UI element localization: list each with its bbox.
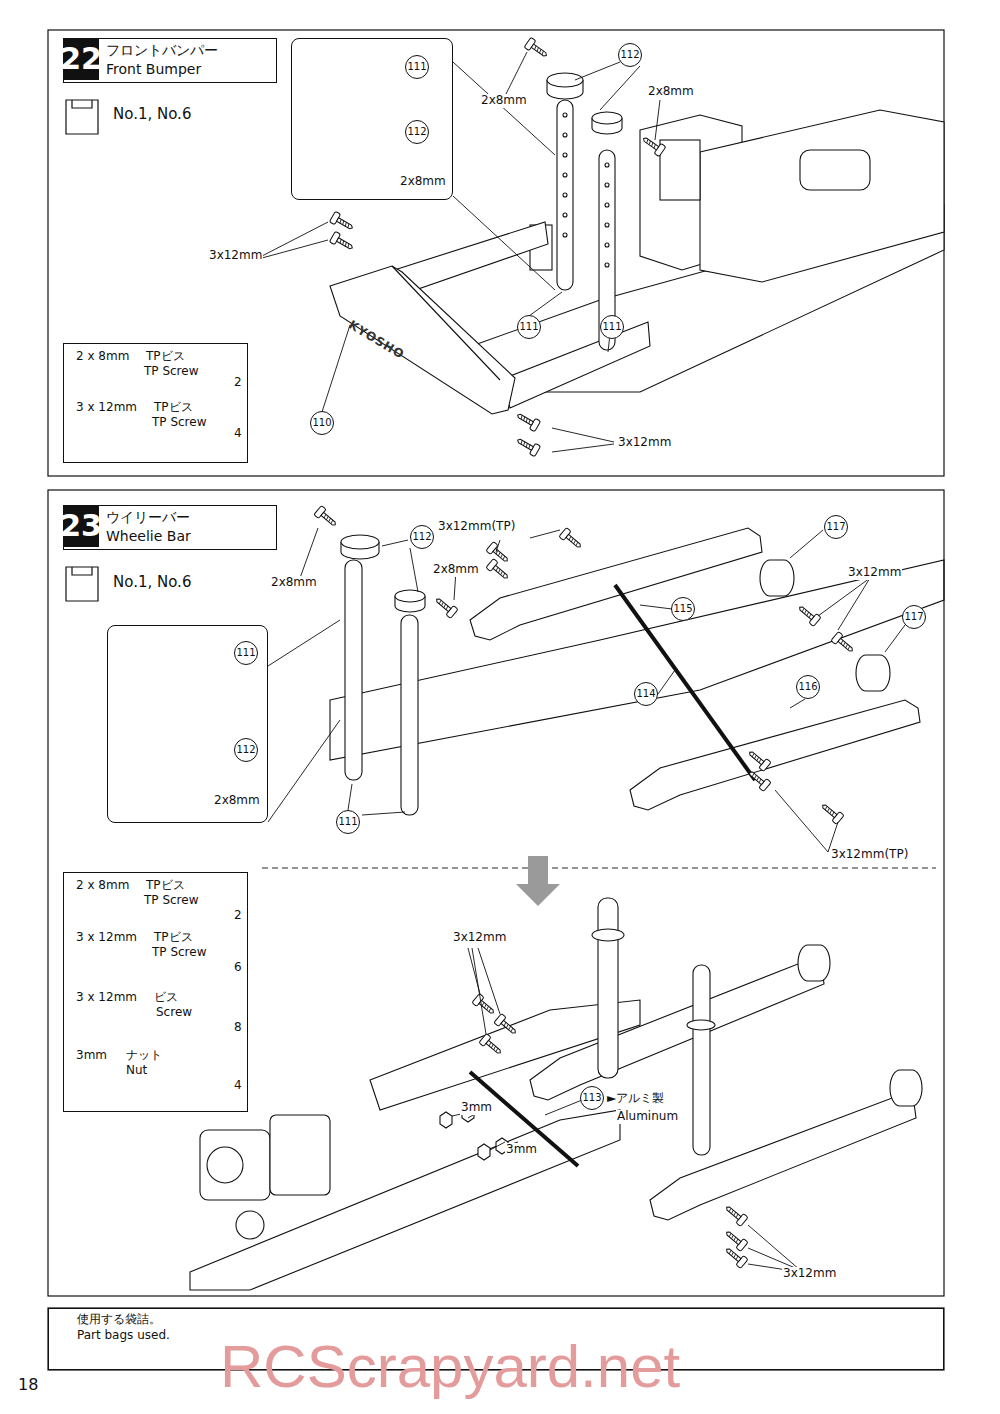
node-text: TPビス (146, 879, 185, 893)
node-text: TP Screw (144, 894, 198, 908)
dimension-label: 3x12mm(TP) (437, 520, 516, 534)
node-text: フロントバンパー (106, 42, 218, 58)
parts-list-box: 2 x 8mmTPビスTP Screw23 x 12mmTPビスTP Screw… (63, 343, 248, 463)
brand-mark: KYOSHO (345, 318, 408, 363)
panel-frames (48, 30, 944, 1370)
dimension-label: 3x12mm (208, 249, 263, 263)
callout-number: 112 (618, 43, 642, 67)
callout-number: 111 (405, 55, 429, 79)
node-text: 使用する袋詰。 (77, 1313, 161, 1327)
dimension-label: 2x8mm (480, 94, 528, 108)
node-text: 2x8mm (400, 175, 446, 189)
step-number: 22 (63, 38, 99, 80)
callout-number: 112 (410, 525, 434, 549)
callout-number: 112 (234, 738, 258, 762)
node-text: Screw (156, 1006, 192, 1020)
node-text: TPビス (146, 350, 185, 364)
dimension-label: 3x12mm (452, 931, 507, 945)
node-text: 2 x 8mm (76, 350, 129, 364)
node-text: 2x8mm (214, 794, 260, 808)
callout-number: 117 (824, 515, 848, 539)
bag-icons (56, 100, 98, 1330)
callout-number: 112 (405, 120, 429, 144)
watermark: RCScrapyard.net (220, 1332, 680, 1401)
callout-number: 110 (310, 411, 334, 435)
node-text: 6 (234, 961, 242, 975)
dimension-label: ►アルミ製 (606, 1092, 665, 1106)
dimension-label: 3x12mm (782, 1267, 837, 1281)
down-arrow (516, 856, 560, 906)
step-header: 22 フロントバンパー Front Bumper (63, 38, 277, 83)
node-text: ビス (154, 991, 178, 1005)
dimension-label: 2x8mm (647, 85, 695, 99)
node-text: Front Bumper (106, 61, 201, 77)
leader-lines (262, 528, 936, 868)
callout-number: 111 (234, 641, 258, 665)
leader-lines (452, 948, 800, 1272)
callout-number: 113 (580, 1086, 604, 1110)
node-text: TPビス (154, 931, 193, 945)
node-text: 3 x 12mm (76, 401, 137, 415)
dimension-label: 3mm (505, 1143, 538, 1157)
node-text: 4 (234, 1079, 242, 1093)
node-text: TP Screw (152, 416, 206, 430)
dimension-label: 3mm (460, 1101, 493, 1115)
step-number: 23 (63, 505, 99, 547)
detail-inset: 111 112 2x8mm (107, 625, 268, 823)
node-text: 3mm (76, 1049, 107, 1063)
dimension-label: 3x12mm(TP) (830, 848, 909, 862)
node-text: 4 (234, 427, 242, 441)
node-text: Nut (126, 1064, 147, 1078)
callout-number: 111 (600, 315, 624, 339)
callout-number: 115 (671, 597, 695, 621)
node-text: 2 x 8mm (76, 879, 129, 893)
parts-list-box: 2 x 8mmTPビスTP Screw23 x 12mmTPビスTP Screw… (63, 872, 248, 1112)
dimension-label: 3x12mm (617, 436, 672, 450)
node-text: TP Screw (144, 365, 198, 379)
wheelie-bar-parts-drawing (314, 505, 944, 824)
callout-number: 116 (796, 675, 820, 699)
node-text: 3 x 12mm (76, 991, 137, 1005)
callout-number: 111 (336, 810, 360, 834)
callout-number: 117 (902, 605, 926, 629)
wheelie-bar-assembled-drawing (190, 898, 922, 1290)
node-text: TPビス (154, 401, 193, 415)
callout-number: 114 (634, 682, 658, 706)
dimension-label: 3x12mm (847, 566, 902, 580)
node-text: ナット (126, 1049, 162, 1063)
dimension-label: 2x8mm (432, 563, 480, 577)
dimension-label: 2x8mm (270, 576, 318, 590)
dimension-label: Aluminum (616, 1110, 679, 1124)
node-text: 8 (234, 1021, 242, 1035)
step-header: 23 ウイリーバー Wheelie Bar (63, 505, 277, 550)
node-text: 2 (234, 376, 242, 390)
node-text: Part bags used. (77, 1329, 170, 1343)
node-text: 3 x 12mm (76, 931, 137, 945)
node-text: ウイリーバー (106, 509, 190, 525)
dimension-label: No.1, No.6 (112, 106, 192, 123)
node-text: 2 (234, 909, 242, 923)
node-text: Wheelie Bar (106, 528, 191, 544)
node-text: TP Screw (152, 946, 206, 960)
dimension-label: No.1, No.6 (112, 574, 192, 591)
detail-inset: 111 112 2x8mm (291, 38, 453, 200)
dimension-label: 18 (17, 1376, 39, 1394)
callout-number: 111 (517, 315, 541, 339)
